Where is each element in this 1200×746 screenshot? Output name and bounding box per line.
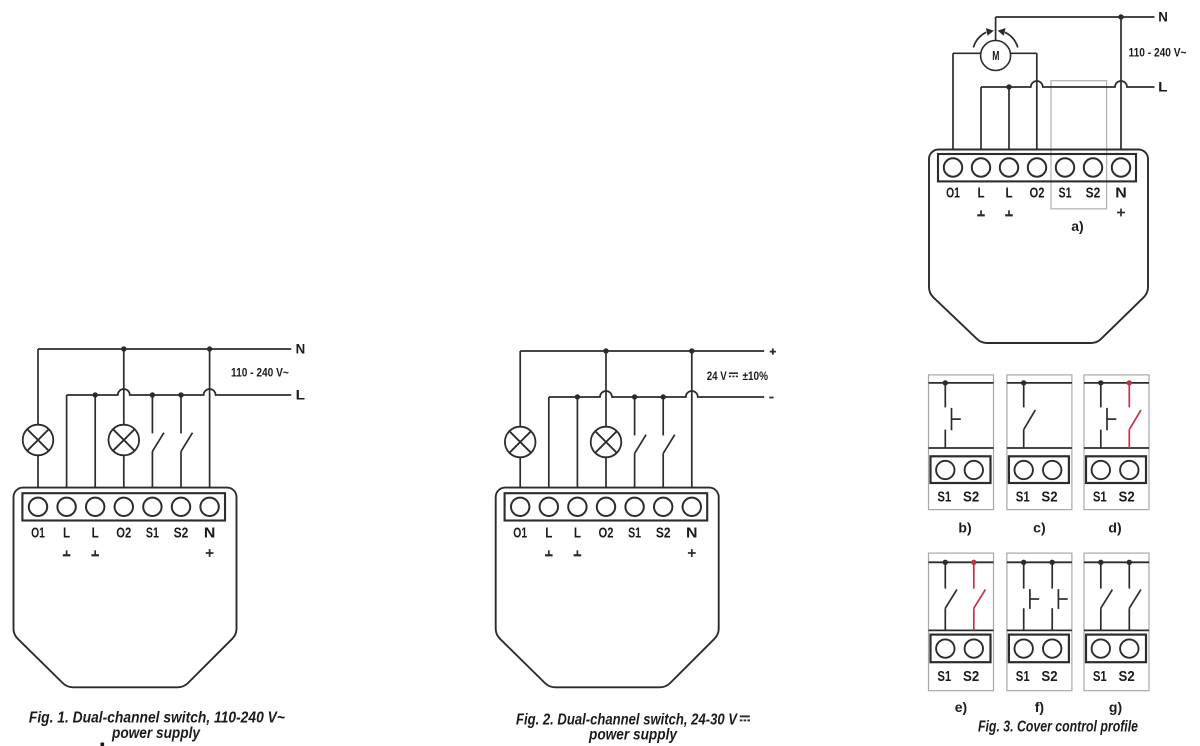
svg-text:S1: S1 <box>1093 668 1107 685</box>
svg-text:S2: S2 <box>656 525 671 542</box>
svg-text:S1: S1 <box>146 525 159 542</box>
svg-text:L: L <box>545 525 552 542</box>
svg-text:e): e) <box>955 699 967 715</box>
svg-text:power supply: power supply <box>588 727 678 744</box>
svg-text:S1: S1 <box>1093 489 1107 506</box>
svg-text:S1: S1 <box>937 668 951 685</box>
svg-text:L: L <box>977 184 984 201</box>
svg-text:L: L <box>92 525 99 542</box>
svg-text:O2: O2 <box>1030 184 1045 201</box>
svg-text:Fig. 1. Dual-channel switch, 1: Fig. 1. Dual-channel switch, 110-240 V~ <box>29 710 286 727</box>
svg-text:S1: S1 <box>1016 668 1030 685</box>
svg-text:g): g) <box>1109 699 1122 715</box>
svg-text:power supply: power supply <box>111 725 201 742</box>
svg-text:O1: O1 <box>946 184 960 201</box>
svg-text:N: N <box>296 342 306 357</box>
svg-text:L: L <box>296 388 305 403</box>
svg-text:d): d) <box>1108 519 1121 535</box>
svg-text:24 V: 24 V <box>707 369 727 383</box>
svg-text:S1: S1 <box>628 525 641 542</box>
svg-text:Fig. 3. Cover control profile: Fig. 3. Cover control profile <box>978 719 1138 736</box>
svg-text:b): b) <box>958 519 971 535</box>
svg-text:L: L <box>1005 184 1012 201</box>
svg-text:O1: O1 <box>513 525 527 542</box>
svg-text:S2: S2 <box>1041 668 1057 685</box>
svg-text:S1: S1 <box>937 489 951 506</box>
svg-text:S2: S2 <box>174 525 189 542</box>
svg-text:N: N <box>1158 10 1168 25</box>
svg-text:N: N <box>204 525 216 542</box>
svg-text:S2: S2 <box>1041 489 1057 506</box>
svg-text:O2: O2 <box>599 525 614 542</box>
svg-text:S1: S1 <box>1016 489 1030 506</box>
svg-text:S2: S2 <box>963 489 979 506</box>
svg-text:f): f) <box>1035 699 1044 715</box>
svg-text:L: L <box>1158 80 1167 95</box>
svg-text:a): a) <box>1071 218 1083 234</box>
svg-text:S1: S1 <box>1059 184 1072 201</box>
svg-text:S2: S2 <box>963 668 979 685</box>
svg-text:N: N <box>686 525 698 542</box>
svg-text:L: L <box>63 525 70 542</box>
svg-text:110 - 240 V~: 110 - 240 V~ <box>231 366 289 380</box>
svg-text:±10%: ±10% <box>743 369 769 383</box>
svg-text:Fig. 2. Dual-channel switch, 2: Fig. 2. Dual-channel switch, 24-30 V <box>516 712 738 729</box>
svg-text:O1: O1 <box>31 525 45 542</box>
svg-text:S2: S2 <box>1119 668 1135 685</box>
svg-text:c): c) <box>1033 519 1045 535</box>
svg-text:S2: S2 <box>1086 184 1101 201</box>
svg-text:L: L <box>574 525 581 542</box>
svg-text:S2: S2 <box>1119 489 1135 506</box>
svg-text:M: M <box>992 49 999 63</box>
svg-text:110 - 240 V~: 110 - 240 V~ <box>1129 46 1187 60</box>
svg-text:O2: O2 <box>116 525 131 542</box>
svg-text:N: N <box>1115 184 1127 201</box>
